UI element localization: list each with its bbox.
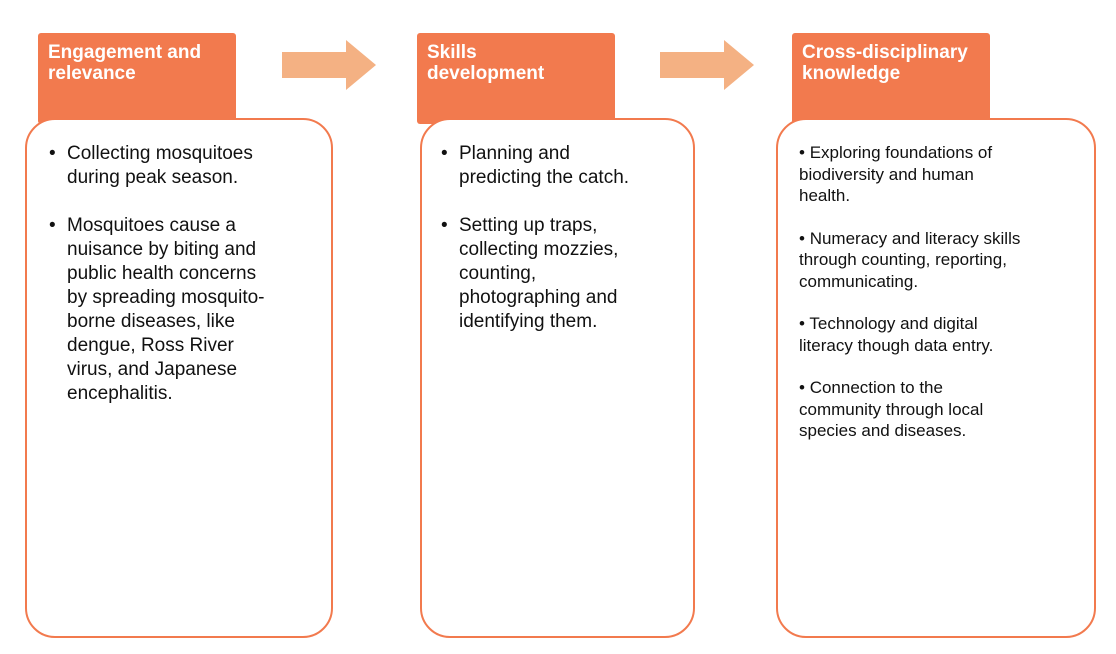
list-item-line: Collecting mosquitoes — [67, 143, 253, 164]
header-line: relevance — [48, 63, 136, 84]
list-item-line: literacy though data entry. — [799, 335, 994, 355]
list-item: • Exploring foundations of biodiversity … — [799, 142, 1086, 207]
box-skills-development: • Planning and predicting the catch. • S… — [420, 118, 695, 638]
list-item-line: species and diseases. — [799, 421, 967, 440]
list-item: • Technology and digital literacy though… — [799, 313, 1086, 356]
box-engagement-relevance: • Collecting mosquitoes during peak seas… — [25, 118, 333, 638]
header-line: Skills — [427, 42, 477, 63]
list-item-line: counting, — [459, 263, 537, 284]
list-item: • Numeracy and literacy skills through c… — [799, 228, 1086, 293]
header-line: Engagement and — [48, 42, 202, 63]
list-item: • Mosquitoes cause a nuisance by biting … — [49, 214, 317, 406]
header-cross-disciplinary-knowledge: Cross-disciplinary knowledge — [792, 33, 990, 124]
list-item-line: public health concerns — [67, 263, 257, 284]
box-cross-disciplinary-knowledge: • Exploring foundations of biodiversity … — [776, 118, 1096, 638]
list-item-line: • Technology and digital — [799, 314, 978, 333]
list-item-line: biodiversity and human — [799, 164, 974, 184]
list-item-line: Mosquitoes cause a — [67, 215, 236, 236]
list-item-line: encephalitis. — [67, 383, 173, 404]
list-item-line: by spreading mosquito- — [67, 287, 265, 308]
header-line: knowledge — [802, 63, 901, 84]
list-item: • Connection to the community through lo… — [799, 377, 1086, 442]
list-item-line: • Connection to the — [799, 378, 943, 397]
list-item-line: nuisance by biting and — [67, 239, 257, 260]
list-item-line: communicating. — [799, 271, 919, 291]
list-item-line: photographing and — [459, 287, 618, 308]
list-item-line: identifying them. — [459, 311, 598, 332]
list-item-line: Planning and — [459, 143, 570, 164]
header-skills-development: Skills development — [417, 33, 615, 124]
right-arrow-icon — [282, 40, 376, 90]
header-line: Cross-disciplinary — [802, 42, 968, 63]
right-arrow-icon — [660, 40, 754, 90]
list-item: • Planning and predicting the catch. — [441, 142, 683, 190]
list-item-line: during peak season. — [67, 167, 239, 188]
bullet-list: • Planning and predicting the catch. • S… — [441, 142, 683, 334]
list-item: • Setting up traps, collecting mozzies, … — [441, 214, 683, 334]
list-item-line: health. — [799, 186, 851, 205]
bullet-list: • Exploring foundations of biodiversity … — [799, 142, 1086, 442]
list-item-line: through counting, reporting, — [799, 250, 1007, 269]
header-line: development — [427, 63, 545, 84]
header-engagement-relevance: Engagement and relevance — [38, 33, 236, 124]
list-item-line: virus, and Japanese — [67, 359, 238, 380]
list-item-line: community through local — [799, 399, 984, 419]
list-item-line: Setting up traps, — [459, 215, 598, 236]
list-item-line: dengue, Ross River — [67, 335, 234, 356]
list-item-line: • Numeracy and literacy skills — [799, 228, 1021, 248]
list-item-line: • Exploring foundations of — [799, 143, 993, 162]
list-item: • Collecting mosquitoes during peak seas… — [49, 142, 317, 190]
list-item-line: predicting the catch. — [459, 167, 630, 188]
list-item-line: borne diseases, like — [67, 311, 235, 332]
bullet-list: • Collecting mosquitoes during peak seas… — [49, 142, 317, 406]
list-item-line: collecting mozzies, — [459, 239, 619, 260]
